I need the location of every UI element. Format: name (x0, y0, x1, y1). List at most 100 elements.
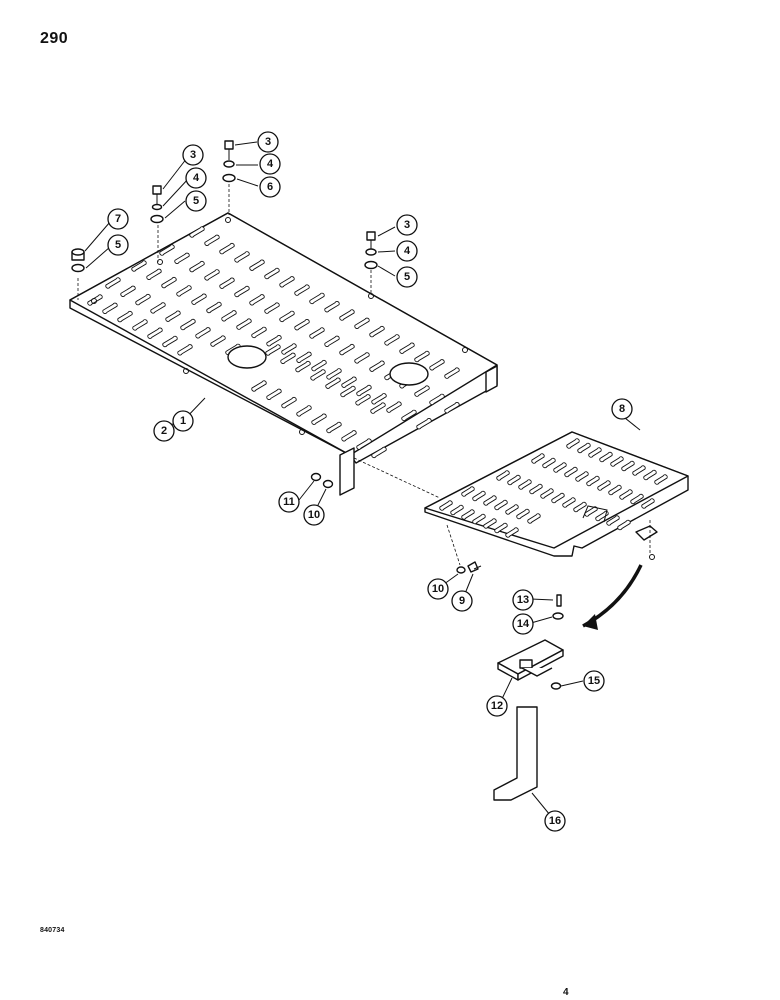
svg-text:4: 4 (193, 172, 200, 184)
slot (159, 244, 175, 256)
slot (540, 488, 554, 499)
slot (339, 343, 355, 356)
callout-13: 13 (512, 589, 534, 611)
slot (326, 368, 342, 380)
slot (309, 292, 325, 305)
large-plate-slots (87, 226, 460, 459)
slot (632, 465, 646, 476)
slot (264, 302, 280, 314)
slot (210, 335, 226, 347)
slot (461, 509, 475, 520)
slot (542, 457, 556, 469)
svg-text:5: 5 (115, 239, 121, 251)
callout-11: 11 (278, 491, 300, 513)
slot (496, 470, 510, 481)
svg-text:3: 3 (265, 136, 271, 148)
slot (174, 252, 190, 264)
slot (654, 474, 668, 485)
fastener-stack-left (71, 248, 85, 300)
callout-5b: 5 (107, 234, 129, 256)
slot (324, 335, 340, 347)
slot (505, 504, 519, 515)
slot (265, 344, 281, 356)
slot (562, 497, 576, 508)
slot (251, 380, 267, 392)
slot (461, 486, 475, 497)
slot (527, 513, 541, 524)
svg-text:10: 10 (432, 583, 444, 595)
slot (619, 489, 633, 500)
svg-text:4: 4 (404, 245, 411, 257)
slot (386, 401, 402, 413)
slot (177, 344, 193, 356)
slot (325, 377, 341, 389)
slot (429, 393, 445, 406)
fastener-11-10 (310, 472, 334, 489)
slot (414, 385, 430, 397)
slot (311, 413, 327, 425)
fastener-10-9 (456, 561, 482, 574)
slot (281, 343, 297, 355)
callout-7: 7 (107, 208, 129, 230)
slot (266, 388, 282, 400)
slot (588, 447, 602, 458)
slot (251, 326, 267, 339)
slot (416, 418, 432, 430)
slot (279, 310, 295, 323)
svg-text:7: 7 (115, 213, 121, 225)
callout-3c: 3 (396, 214, 418, 236)
slot (234, 285, 250, 298)
slot (204, 234, 220, 246)
slot (249, 294, 265, 306)
callout-9: 9 (451, 590, 473, 612)
callout-1: 1 (172, 410, 194, 432)
figure-code: 840734 (40, 927, 65, 934)
slot (371, 393, 387, 405)
slot (371, 446, 387, 459)
slot (324, 301, 340, 313)
slot (249, 259, 265, 271)
slot (641, 498, 655, 509)
callout-4b: 4 (259, 153, 281, 175)
slot (204, 269, 220, 281)
svg-text:13: 13 (517, 594, 529, 606)
slot (610, 456, 624, 467)
svg-text:1: 1 (180, 415, 186, 427)
slot (87, 294, 103, 306)
callout-2: 2 (153, 420, 175, 442)
slot (191, 293, 207, 305)
slot (621, 460, 635, 472)
slot (165, 310, 181, 322)
callout-5c: 5 (396, 266, 418, 288)
slot (518, 479, 532, 490)
slot (595, 510, 609, 522)
slot (531, 453, 545, 464)
slot (429, 359, 445, 371)
slot (295, 360, 311, 373)
slot (356, 384, 372, 397)
slot (236, 318, 252, 330)
slot (450, 504, 464, 516)
slot (309, 327, 325, 339)
slot (575, 471, 589, 482)
svg-text:2: 2 (161, 425, 167, 437)
svg-text:14: 14 (517, 618, 530, 630)
slot (146, 268, 162, 280)
svg-text:10: 10 (308, 509, 320, 521)
slot (341, 430, 357, 442)
svg-text:3: 3 (404, 219, 410, 231)
slot (120, 285, 136, 297)
plate-opening-right (389, 362, 429, 386)
slot (279, 276, 295, 288)
callout-15: 15 (583, 670, 605, 692)
slot (234, 251, 250, 263)
slot (472, 490, 486, 502)
slot (326, 421, 342, 434)
slot (553, 462, 567, 473)
slot (131, 260, 147, 272)
svg-text:11: 11 (283, 496, 295, 508)
svg-text:15: 15 (588, 675, 600, 687)
slot (399, 342, 415, 354)
slot (444, 367, 460, 379)
